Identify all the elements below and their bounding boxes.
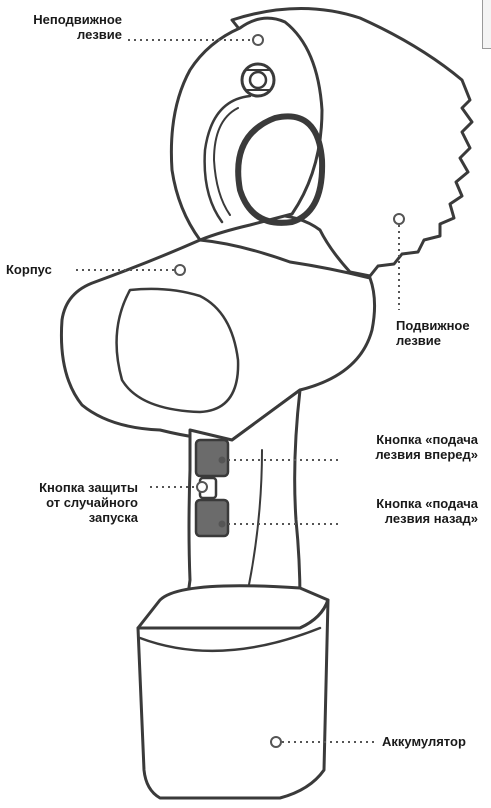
- callout-dot-safety: [197, 482, 207, 492]
- label-housing-line1: Корпус: [6, 262, 52, 277]
- callout-dot-fixed-blade: [253, 35, 263, 45]
- label-moving-blade-line2: лезвие: [396, 333, 470, 348]
- battery-shape: [138, 600, 328, 798]
- label-fixed-blade: Неподвижное лезвие: [4, 12, 122, 42]
- label-safety-button-line3: запуска: [4, 510, 138, 525]
- pivot-bolt-inner: [250, 72, 266, 88]
- label-forward-button-line1: Кнопка «подача: [330, 432, 478, 447]
- callout-dot-moving-blade: [394, 214, 404, 224]
- label-moving-blade-line1: Подвижное: [396, 318, 470, 333]
- label-reverse-button-line2: лезвия назад»: [330, 511, 478, 526]
- callout-dot-battery: [271, 737, 281, 747]
- label-housing: Корпус: [6, 262, 52, 277]
- label-forward-button-line2: лезвия вперед»: [330, 447, 478, 462]
- label-moving-blade: Подвижное лезвие: [396, 318, 470, 348]
- label-reverse-button: Кнопка «подача лезвия назад»: [330, 496, 478, 526]
- label-fixed-blade-line2: лезвие: [4, 27, 122, 42]
- callout-dot-forward: [219, 457, 226, 464]
- label-forward-button: Кнопка «подача лезвия вперед»: [330, 432, 478, 462]
- reverse-button-shape: [196, 500, 228, 536]
- label-battery-line1: Аккумулятор: [382, 734, 466, 749]
- callout-dot-housing: [175, 265, 185, 275]
- label-reverse-button-line1: Кнопка «подача: [330, 496, 478, 511]
- label-battery: Аккумулятор: [382, 734, 466, 749]
- battery-top: [138, 586, 328, 628]
- label-fixed-blade-line1: Неподвижное: [4, 12, 122, 27]
- callout-dot-reverse: [219, 521, 226, 528]
- label-safety-button-line1: Кнопка защиты: [4, 480, 138, 495]
- housing-shape: [61, 240, 374, 440]
- label-safety-button: Кнопка защиты от случайного запуска: [4, 480, 138, 525]
- label-safety-button-line2: от случайного: [4, 495, 138, 510]
